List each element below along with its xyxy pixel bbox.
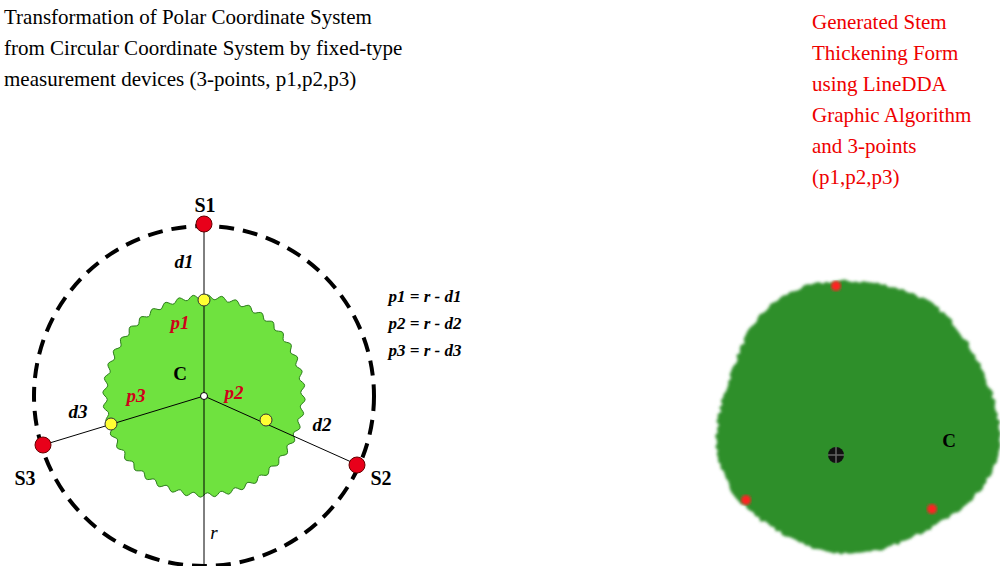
radius-label: p2 — [225, 383, 244, 404]
distance-label: d3 — [69, 402, 88, 423]
equation: p1 = r - d1 — [389, 288, 462, 307]
measure-point — [741, 495, 751, 505]
measure-point — [831, 281, 841, 291]
center-mark — [828, 447, 844, 463]
distance-label: d1 — [175, 252, 194, 273]
radius-line — [204, 396, 358, 465]
contact-point — [260, 414, 272, 426]
radius-label: r — [210, 523, 217, 544]
contact-point — [105, 418, 117, 430]
description: Generated Stem Thickening Form using Lin… — [812, 7, 1000, 193]
radius-line — [204, 224, 205, 396]
center-label: C — [942, 431, 956, 452]
contact-point — [198, 294, 210, 306]
distance-label: d2 — [313, 415, 332, 436]
sensor-point — [349, 457, 365, 473]
sensor-label: S3 — [14, 467, 35, 489]
center-point — [201, 393, 208, 400]
radius-line — [204, 396, 205, 566]
equation: p2 = r - d2 — [389, 315, 462, 334]
generated-stem-form — [715, 280, 1000, 555]
sensor-label: S2 — [370, 467, 391, 489]
radius-label: p1 — [171, 313, 190, 334]
radius-label: p3 — [127, 386, 146, 407]
radius-line — [43, 396, 204, 445]
sensor-point — [35, 437, 51, 453]
equation: p3 = r - d3 — [389, 342, 462, 361]
center-mark — [835, 447, 837, 463]
center-label: C — [173, 364, 187, 385]
sensor-point — [196, 216, 212, 232]
measure-point — [927, 504, 937, 514]
sensor-label: S1 — [194, 194, 215, 216]
title: Transformation of Polar Coordinate Syste… — [4, 2, 416, 95]
